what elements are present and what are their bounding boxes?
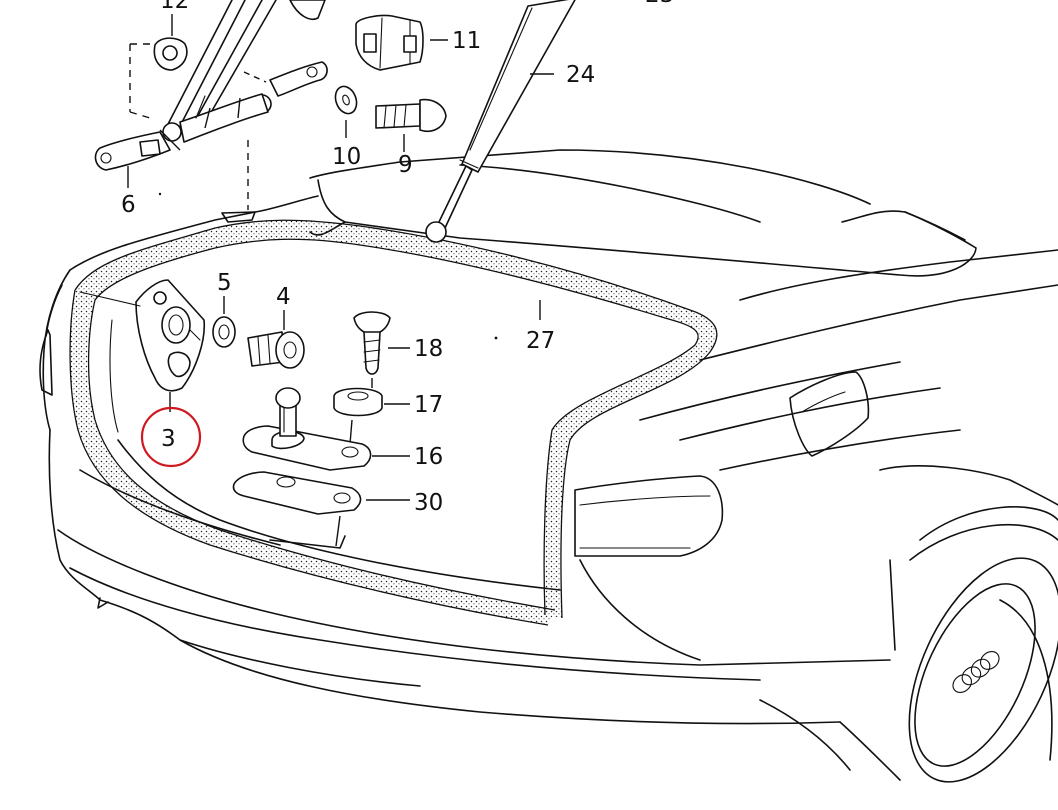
callout-24: 24 xyxy=(566,62,595,88)
callout-27: 27 xyxy=(526,328,555,354)
part-30-gasket xyxy=(232,471,410,547)
callout-6: 6 xyxy=(121,192,136,218)
part-4-bolt xyxy=(247,310,305,369)
part-18-screw xyxy=(353,311,410,388)
callout-labels: 12 23 11 24 10 9 6 5 4 18 27 17 3 16 30 xyxy=(121,0,674,516)
part-16-striker xyxy=(242,387,410,471)
part-10-washer xyxy=(334,85,358,138)
callout-3: 3 xyxy=(161,426,176,452)
part-12-grommet xyxy=(153,14,188,71)
part-11-buffer xyxy=(355,14,448,71)
trunk-seal-part-27 xyxy=(69,219,718,626)
highlight-circle-part-3 xyxy=(140,406,202,468)
callout-23: 23 xyxy=(645,0,674,8)
car-body xyxy=(39,149,1058,783)
part-5-washer xyxy=(212,296,236,348)
callout-12: 12 xyxy=(160,0,189,14)
callout-5: 5 xyxy=(217,270,232,296)
callout-9: 9 xyxy=(398,152,413,178)
hinge-assembly xyxy=(94,0,328,171)
callout-17: 17 xyxy=(414,392,443,418)
callout-10: 10 xyxy=(332,144,361,170)
part-17-spacer xyxy=(333,387,410,445)
assembly-guide-lines xyxy=(129,43,267,210)
callout-30: 30 xyxy=(414,490,443,516)
gas-strut-part-24 xyxy=(425,0,576,243)
callout-4: 4 xyxy=(276,284,291,310)
part-9-bolt xyxy=(375,98,447,152)
audi-rings-logo xyxy=(952,650,1000,694)
callout-16: 16 xyxy=(414,444,443,470)
callout-11: 11 xyxy=(452,28,481,54)
part-3-lock-plate xyxy=(79,279,206,412)
leader-lines xyxy=(127,73,554,340)
callout-18: 18 xyxy=(414,336,443,362)
